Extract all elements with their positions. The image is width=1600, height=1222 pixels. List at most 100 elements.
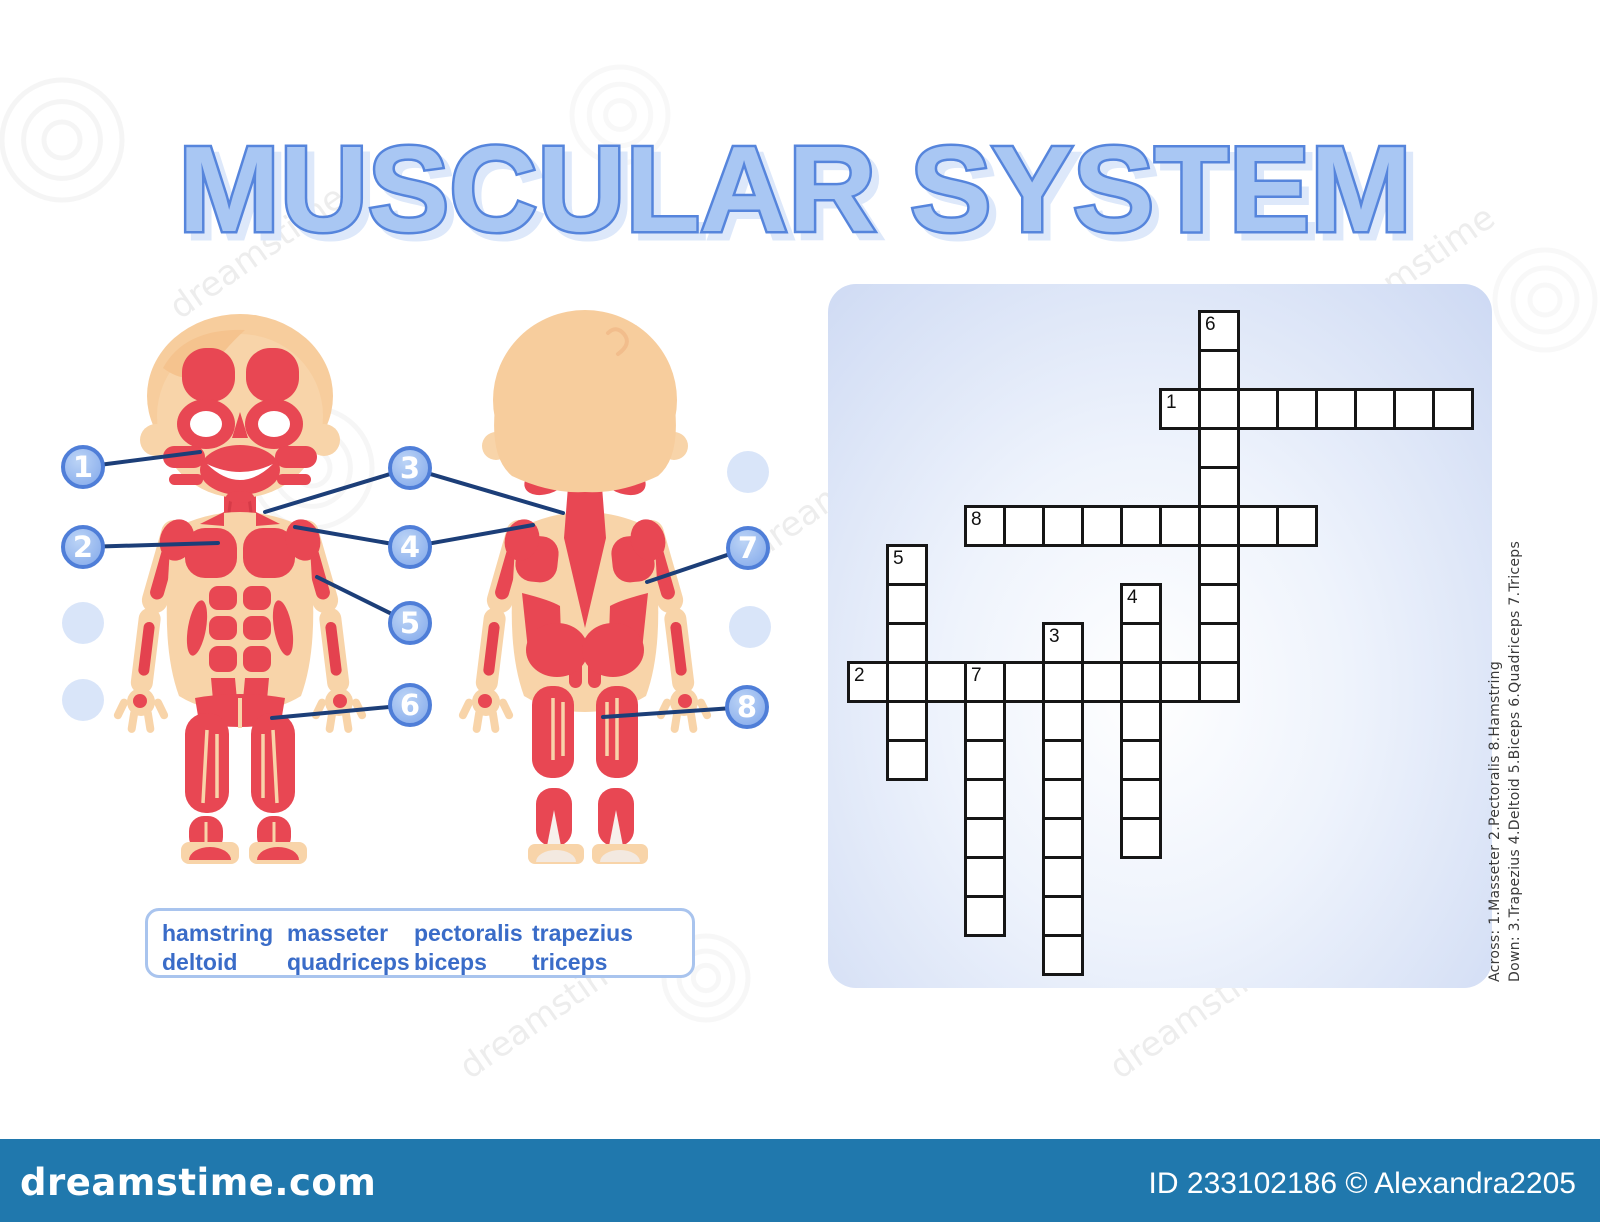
word-bank-item-masseter: masseter xyxy=(287,920,389,946)
crossword-cell[interactable] xyxy=(886,661,928,703)
crossword-cell[interactable]: 3 xyxy=(1042,622,1084,664)
watermark-spiral xyxy=(690,962,722,994)
crossword-cell[interactable] xyxy=(1120,739,1162,781)
crossword-cell[interactable] xyxy=(886,700,928,742)
crossword-cell[interactable] xyxy=(925,661,967,703)
crossword-cell[interactable] xyxy=(1042,505,1084,547)
watermark-spiral xyxy=(1510,265,1580,335)
crossword-cell[interactable] xyxy=(1354,388,1396,430)
back-muscles xyxy=(504,448,666,688)
clue-number: 4 xyxy=(1127,587,1138,608)
crossword-cell[interactable] xyxy=(964,778,1006,820)
crossword-cell[interactable]: 2 xyxy=(847,661,889,703)
word-bank-item-pectoralis: pectoralis xyxy=(414,920,523,946)
crossword-cell[interactable] xyxy=(1432,388,1474,430)
crossword-cell[interactable] xyxy=(1198,544,1240,586)
crossword-cell[interactable] xyxy=(1198,466,1240,508)
word-bank-item-trapezius: trapezius xyxy=(532,920,633,946)
crossword-cell[interactable] xyxy=(1276,388,1318,430)
clue-number: 2 xyxy=(854,665,865,686)
page-title-shadow: MUSCULAR SYSTEM xyxy=(185,128,1419,262)
crossword-cell[interactable] xyxy=(1042,661,1084,703)
faded-circle xyxy=(727,451,769,493)
crossword-cell[interactable] xyxy=(1003,505,1045,547)
crossword-cell[interactable] xyxy=(1042,778,1084,820)
crossword-cell[interactable] xyxy=(1198,661,1240,703)
word-bank: hamstring masseter pectoralis trapezius delt… xyxy=(145,908,695,978)
front-legs xyxy=(181,713,307,864)
crossword-cell[interactable] xyxy=(1042,700,1084,742)
label-circle-triceps: 7 xyxy=(726,526,770,570)
crossword-cell[interactable] xyxy=(1042,817,1084,859)
crossword-cell[interactable] xyxy=(886,583,928,625)
word-bank-item-hamstring: hamstring xyxy=(162,920,274,946)
word-bank-item-quadriceps: quadriceps xyxy=(287,949,410,975)
clues-down: Down: 3.Trapezius 4.Deltoid 5.Biceps 6.Q… xyxy=(1507,540,1523,982)
crossword-cell[interactable]: 6 xyxy=(1198,310,1240,352)
crossword-cell[interactable] xyxy=(886,622,928,664)
crossword-cell[interactable] xyxy=(1393,388,1435,430)
page-title-text: MUSCULAR SYSTEM xyxy=(178,121,1412,257)
watermark-spiral xyxy=(1492,247,1598,353)
footer-bar: dreamstime.com ID 233102186 © Alexandra2… xyxy=(0,1139,1600,1222)
crossword-cell[interactable] xyxy=(1042,934,1084,976)
crossword-cell[interactable] xyxy=(1120,661,1162,703)
crossword-cell[interactable] xyxy=(1198,427,1240,469)
crossword-cell[interactable] xyxy=(964,700,1006,742)
faded-circle xyxy=(729,606,771,648)
crossword-cell[interactable] xyxy=(1042,856,1084,898)
back-legs xyxy=(528,686,648,864)
crossword-cell[interactable] xyxy=(1237,388,1279,430)
clue-number: 7 xyxy=(971,665,982,686)
crossword-cell[interactable] xyxy=(1120,505,1162,547)
crossword-cell[interactable]: 5 xyxy=(886,544,928,586)
back-head xyxy=(482,310,688,493)
crossword-cell[interactable] xyxy=(886,739,928,781)
crossword-cell[interactable] xyxy=(1159,661,1201,703)
image-credit: ID 233102186 © Alexandra2205 xyxy=(1148,1167,1576,1200)
crossword-cell[interactable] xyxy=(1120,700,1162,742)
back-figure-illustration xyxy=(457,310,713,864)
clue-number: 8 xyxy=(971,509,982,530)
crossword-cell[interactable]: 4 xyxy=(1120,583,1162,625)
front-head xyxy=(140,314,340,503)
crossword-cell[interactable] xyxy=(1198,622,1240,664)
crossword-cell[interactable] xyxy=(1120,817,1162,859)
dreamstime-logo: dreamstime.com xyxy=(20,1161,377,1204)
crossword-cell[interactable] xyxy=(1198,583,1240,625)
crossword-cell[interactable]: 8 xyxy=(964,505,1006,547)
crossword-cell[interactable] xyxy=(964,739,1006,781)
front-figure-illustration xyxy=(112,314,368,864)
crossword-cell[interactable]: 7 xyxy=(964,661,1006,703)
crossword-cell[interactable] xyxy=(1042,739,1084,781)
crossword-cell[interactable] xyxy=(1315,388,1357,430)
label-circle-trapezius: 3 xyxy=(388,446,432,490)
crossword-cell[interactable] xyxy=(964,895,1006,937)
crossword-cell[interactable] xyxy=(964,817,1006,859)
front-face-muscles xyxy=(163,348,317,503)
faded-circle xyxy=(62,602,104,644)
crossword-cell[interactable] xyxy=(1120,622,1162,664)
crossword-cell[interactable] xyxy=(1237,505,1279,547)
crossword-cell[interactable] xyxy=(1081,505,1123,547)
crossword-cell[interactable]: 1 xyxy=(1159,388,1201,430)
word-bank-item-deltoid: deltoid xyxy=(162,949,238,975)
crossword-cell[interactable] xyxy=(1081,661,1123,703)
word-bank-item-triceps: triceps xyxy=(532,949,608,975)
word-bank-item-biceps: biceps xyxy=(414,949,487,975)
crossword-cell[interactable] xyxy=(1120,778,1162,820)
crossword-cell[interactable] xyxy=(1198,505,1240,547)
clue-number: 3 xyxy=(1049,626,1060,647)
crossword-cell[interactable] xyxy=(1276,505,1318,547)
label-circle-masseter: 1 xyxy=(61,445,105,489)
crossword-cell[interactable] xyxy=(1198,349,1240,391)
crossword-cell[interactable] xyxy=(964,856,1006,898)
watermark-spiral xyxy=(1527,282,1563,318)
crossword-cell[interactable] xyxy=(1042,895,1084,937)
clue-number: 5 xyxy=(893,548,904,569)
crossword-cell[interactable] xyxy=(1198,388,1240,430)
crossword-cell[interactable] xyxy=(1159,505,1201,547)
crossword-cell[interactable] xyxy=(1003,661,1045,703)
page-title: MUSCULAR SYSTEM MUSCULAR SYSTEM xyxy=(176,119,1422,263)
